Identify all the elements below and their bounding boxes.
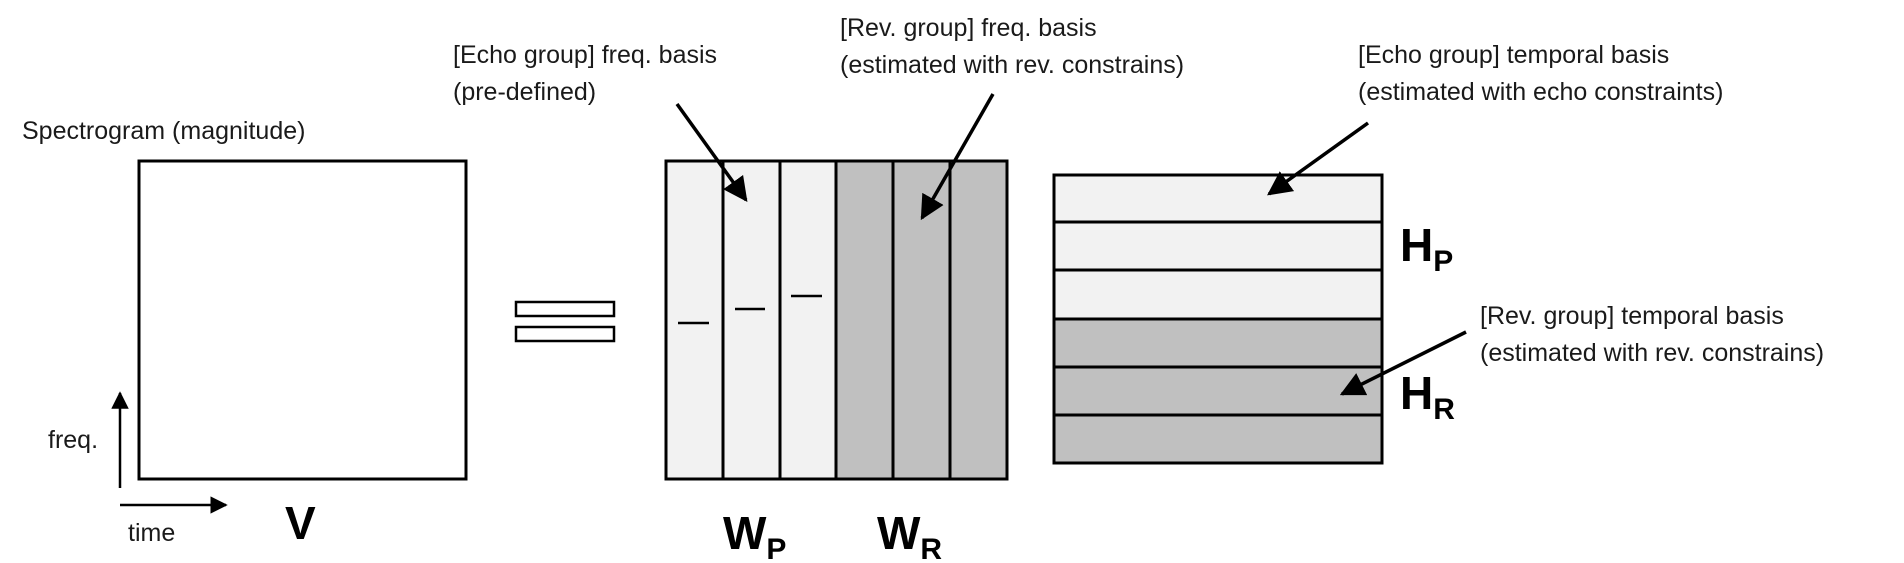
w-echo-column — [664, 159, 725, 481]
symbol-h-p-base: H — [1400, 219, 1434, 271]
echo-temporal-basis-label-line2: (estimated with echo constraints) — [1358, 78, 1724, 106]
echo-freq-arrow — [675, 102, 748, 202]
freq-axis-label: freq. — [48, 426, 99, 454]
symbol-w-p-subscript: P — [766, 533, 787, 563]
w-echo-column — [778, 159, 838, 481]
h-echo-row — [1052, 268, 1384, 321]
symbol-v: V — [285, 497, 316, 549]
h-rev-row — [1052, 317, 1384, 369]
symbol-w-p-base: W — [723, 507, 767, 559]
equals-sign-bottom — [514, 325, 616, 343]
w-rev-column — [891, 159, 952, 481]
time-axis-label: time — [128, 519, 176, 547]
symbol-w-p: WP — [723, 508, 786, 563]
echo-temporal-arrow — [1267, 121, 1370, 196]
h-rev-row — [1052, 365, 1384, 417]
rev-temporal-basis-label-line1: [Rev. group] temporal basis — [1480, 302, 1784, 330]
w-rev-column — [948, 159, 1009, 481]
rev-temporal-arrow — [1339, 330, 1467, 396]
h-matrix — [1052, 173, 1384, 465]
symbol-h-r-subscript: R — [1433, 393, 1455, 426]
echo-temporal-basis-label-line1: [Echo group] temporal basis — [1358, 41, 1670, 69]
w-echo-column — [721, 159, 782, 481]
h-echo-row — [1052, 220, 1384, 272]
w-rev-column — [834, 159, 895, 481]
symbol-h-r: HR — [1400, 368, 1455, 435]
equals-sign-top — [514, 300, 616, 318]
spectrogram-matrix — [137, 159, 468, 481]
rev-freq-arrow — [920, 93, 995, 221]
w-matrix — [664, 159, 1009, 481]
spectrogram-label: Spectrogram (magnitude) — [22, 117, 306, 145]
symbol-h-r-base: H — [1400, 367, 1434, 419]
echo-freq-basis-label-line1: [Echo group] freq. basis — [453, 41, 718, 69]
symbol-h-p: HP — [1400, 220, 1453, 287]
symbol-w-r: WR — [877, 508, 942, 563]
h-rev-row — [1052, 413, 1384, 465]
h-echo-row — [1052, 173, 1384, 224]
echo-freq-basis-label-line2: (pre-defined) — [453, 78, 597, 106]
symbol-h-p-subscript: P — [1433, 245, 1454, 278]
symbol-w-r-subscript: R — [920, 533, 943, 563]
rev-freq-basis-label-line1: [Rev. group] freq. basis — [840, 14, 1097, 42]
rev-temporal-basis-label-line2: (estimated with rev. constrains) — [1480, 339, 1825, 367]
symbol-w-r-base: W — [877, 507, 921, 559]
rev-freq-basis-label-line2: (estimated with rev. constrains) — [840, 51, 1185, 79]
